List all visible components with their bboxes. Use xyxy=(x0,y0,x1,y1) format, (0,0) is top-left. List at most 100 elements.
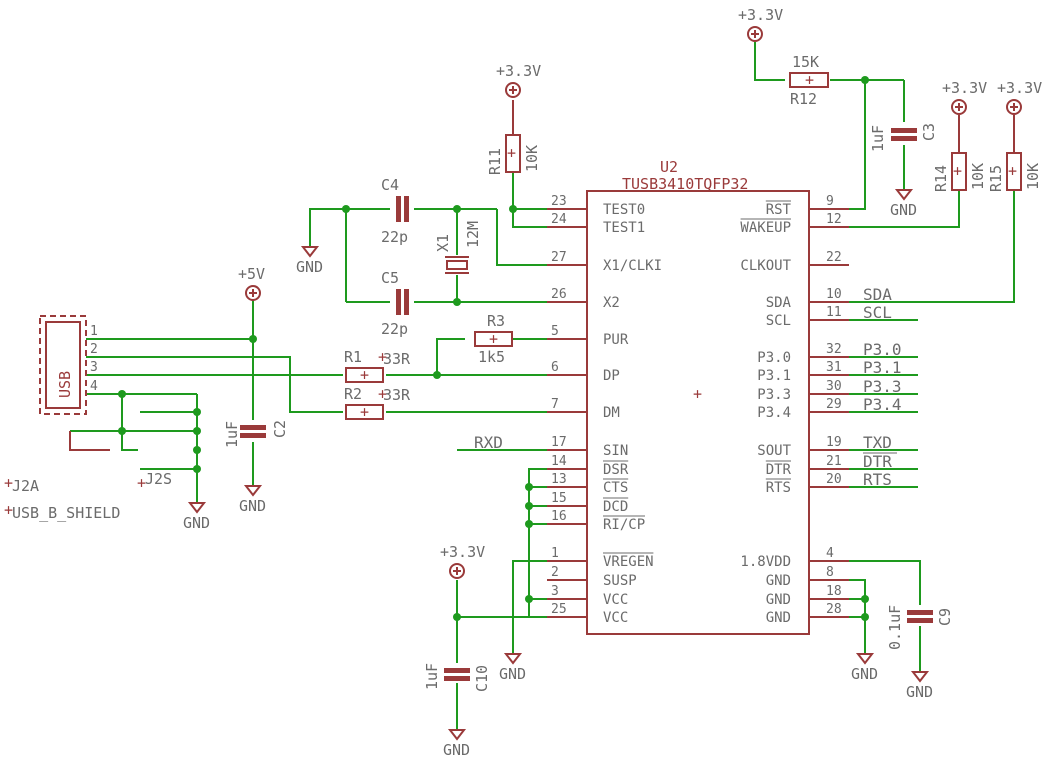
net-p30: P3.0 xyxy=(863,340,902,359)
svg-text:+: + xyxy=(137,474,146,492)
ground-symbol: GND xyxy=(239,485,266,515)
svg-text:+: + xyxy=(507,144,516,162)
svg-text:+: + xyxy=(4,474,13,492)
chip-ref: U2 xyxy=(660,158,678,176)
supply-label: +3.3V xyxy=(496,62,541,80)
pin-name: P3.1 xyxy=(757,368,791,384)
c2-value: 1uF xyxy=(223,421,241,448)
r14-ref: R14 xyxy=(932,165,950,192)
ground-label: GND xyxy=(296,258,323,276)
ground-symbol: GND xyxy=(890,189,917,219)
capacitor-c4: C4 22p xyxy=(381,176,409,246)
usb-pin-4: 4 xyxy=(90,379,98,394)
c10-value: 1uF xyxy=(423,663,441,690)
pin-number: 18 xyxy=(826,584,842,599)
pin-number: 5 xyxy=(551,324,559,339)
crystal-x1: X1 12M xyxy=(434,221,482,274)
ground-label: GND xyxy=(443,741,470,759)
pin-number: 21 xyxy=(826,454,842,469)
pin-number: 22 xyxy=(826,250,842,265)
ground-symbol: GND xyxy=(296,246,323,276)
chip-pin-left: 6DP xyxy=(547,360,620,384)
pin-name: X1/CLKI xyxy=(603,258,662,274)
net-labels: SDA SCL P3.0 P3.1 P3.3 P3.4 TXD DTR RTS … xyxy=(474,285,902,489)
pin-name: VCC xyxy=(603,592,628,608)
r15-ref: R15 xyxy=(987,165,1005,192)
pin-number: 17 xyxy=(551,435,567,450)
ground-label: GND xyxy=(183,514,210,532)
chip-u2: U2 TUSB3410TQFP32 + 23TEST024TEST127X1/C… xyxy=(547,158,849,635)
pin-number: 30 xyxy=(826,379,842,394)
junctions xyxy=(118,76,869,621)
resistor-r15: + R15 10K xyxy=(987,115,1042,192)
resistor-r14: + R14 10K xyxy=(932,115,987,192)
pin-name: P3.0 xyxy=(757,350,791,366)
pin-number: 28 xyxy=(826,602,842,617)
pin-number: 32 xyxy=(826,342,842,357)
r14-value: 10K xyxy=(969,163,987,190)
capacitor-c9: 0.1uF C9 xyxy=(886,605,954,650)
pin-number: 12 xyxy=(826,212,842,227)
svg-text:+: + xyxy=(378,385,387,403)
pin-name: RI/CP xyxy=(603,517,645,533)
usb-pin-1: 1 xyxy=(90,324,98,339)
supply-symbols: +3.3V+3.3V+3.3V+3.3V+5V+3.3VGNDGNDGNDGND… xyxy=(183,6,1042,759)
pin-number: 20 xyxy=(826,472,842,487)
pin-name: DSR xyxy=(603,462,629,478)
net-p31: P3.1 xyxy=(863,358,902,377)
pin-number: 8 xyxy=(826,565,834,580)
net-sda: SDA xyxy=(863,285,892,304)
pin-number: 15 xyxy=(551,491,567,506)
supply-label: +3.3V xyxy=(997,79,1042,97)
usb-ref: J2A xyxy=(12,477,39,495)
resistor-r11: + R11 10K xyxy=(486,100,541,175)
pin-name: CTS xyxy=(603,480,628,496)
power-supply-symbol: +3.3V xyxy=(738,6,783,42)
pin-name: SOUT xyxy=(757,443,791,459)
net-dtr: DTR xyxy=(863,452,892,471)
supply-label: +3.3V xyxy=(440,543,485,561)
c2-ref: C2 xyxy=(271,420,289,438)
ground-symbol: GND xyxy=(183,502,210,532)
pin-name: SDA xyxy=(766,295,792,311)
pin-name: DCD xyxy=(603,499,628,515)
ground-label: GND xyxy=(239,497,266,515)
pin-name: TEST1 xyxy=(603,220,645,236)
c5-value: 22p xyxy=(381,320,408,338)
usb-connector: USB 1 2 3 4 + J2A + USB_B_SHIELD + J2S xyxy=(4,315,172,522)
pin-number: 9 xyxy=(826,194,834,209)
svg-text:+: + xyxy=(360,366,369,384)
supply-label: +3.3V xyxy=(738,6,783,24)
ground-symbol: GND xyxy=(851,653,878,683)
usb-label: USB xyxy=(56,371,74,398)
usb-shield-ref: J2S xyxy=(145,470,172,488)
c4-ref: C4 xyxy=(381,176,399,194)
c9-value: 0.1uF xyxy=(886,605,904,650)
r3-value: 1k5 xyxy=(478,348,505,366)
pin-number: 4 xyxy=(826,546,834,561)
svg-text:+: + xyxy=(1008,162,1017,180)
r1-value: 33R xyxy=(383,350,411,368)
pin-number: 13 xyxy=(551,472,567,487)
resistor-r3: + R3 1k5 xyxy=(474,312,513,366)
usb-pin-3: 3 xyxy=(90,360,98,375)
ground-label: GND xyxy=(890,201,917,219)
pin-name: PUR xyxy=(603,332,629,348)
pin-name: GND xyxy=(766,592,791,608)
pin-number: 2 xyxy=(551,565,559,580)
wires xyxy=(70,42,1015,730)
